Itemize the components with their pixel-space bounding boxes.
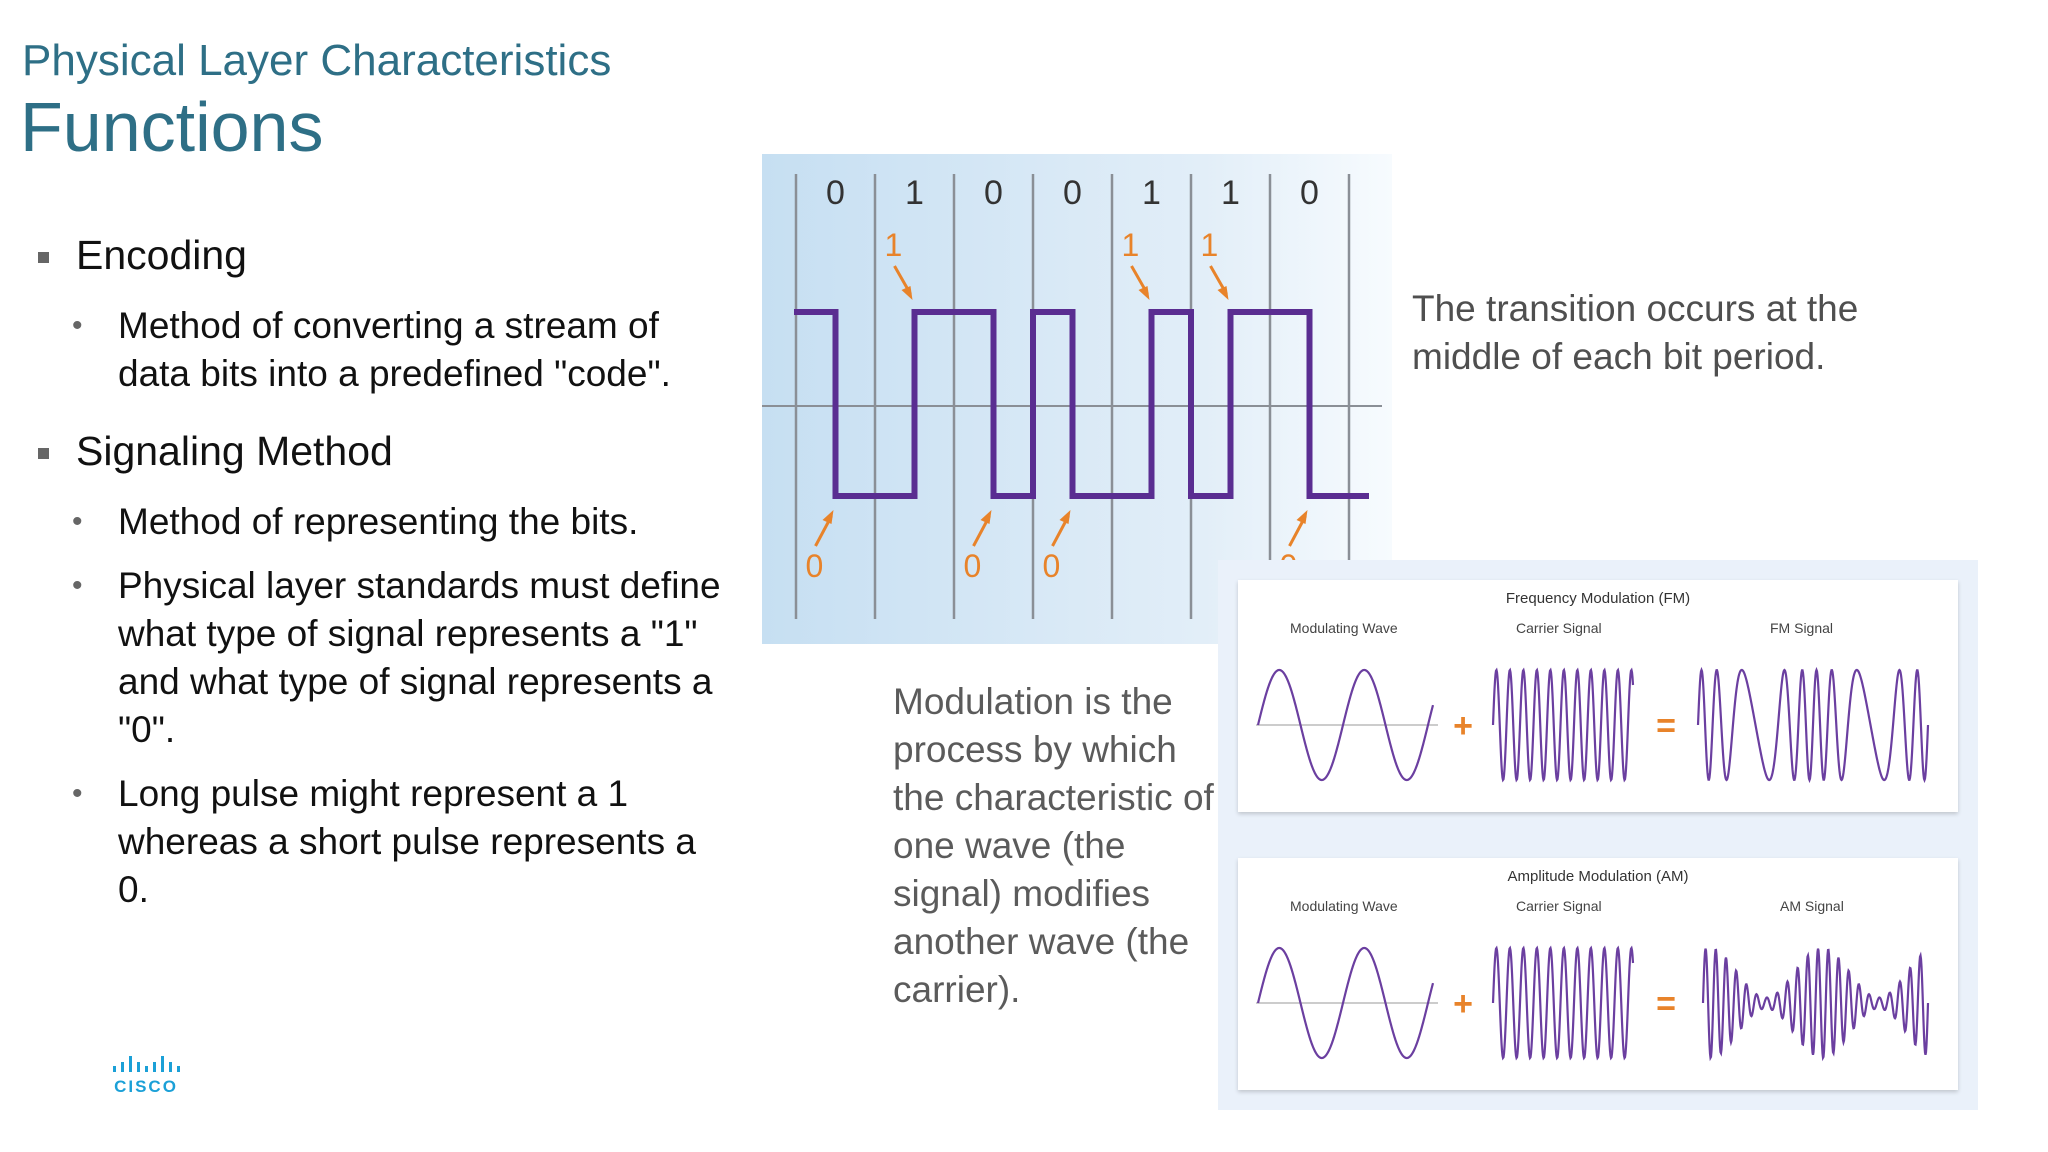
bullet-text: Encoding [76, 232, 247, 278]
am-signal-wave [1701, 948, 1930, 1062]
manchester-waveform [794, 309, 1369, 499]
arrowhead-icon [1138, 286, 1150, 300]
transition-zero-label: 0 [1043, 548, 1061, 584]
am-carrier-label: Carrier Signal [1516, 898, 1602, 914]
arrowhead-icon [1217, 286, 1229, 300]
sub-bullet: • Method of converting a stream of data … [36, 302, 736, 398]
arrowhead-icon [822, 510, 834, 524]
transition-caption: The transition occurs at the middle of e… [1412, 288, 1859, 377]
arrowhead-icon [1059, 510, 1071, 524]
cisco-logo-text: CISCO [114, 1077, 178, 1096]
square-bullet-icon [38, 252, 49, 263]
cisco-logo: CISCO [113, 1056, 180, 1096]
arrowhead-icon [901, 286, 913, 300]
manchester-encoding-diagram: 01001100100110 [762, 154, 1392, 644]
sub-bullet-text: Long pulse might represent a 1 whereas a… [118, 773, 696, 910]
bit-label: 1 [1142, 174, 1161, 212]
fm-waveforms: += [1256, 666, 1930, 784]
plus-icon: + [1453, 707, 1473, 745]
carrier-wave [1491, 945, 1635, 1061]
bullet-text: Signaling Method [76, 428, 393, 474]
dot-bullet-icon: • [72, 777, 83, 810]
square-bullet-icon [38, 448, 49, 459]
bit-label: 0 [826, 174, 845, 212]
bullet-encoding: Encoding [36, 230, 736, 280]
carrier-wave [1491, 667, 1635, 783]
sub-bullet: • Long pulse might represent a 1 whereas… [36, 770, 736, 914]
fm-signal-wave [1696, 666, 1930, 784]
transition-one-label: 1 [1201, 227, 1219, 263]
fm-signal-label: FM Signal [1770, 620, 1834, 636]
sub-bullet-text: Physical layer standards must define wha… [118, 565, 721, 750]
slide-subtitle: Physical Layer Characteristics [22, 36, 612, 85]
transition-zero-label: 0 [964, 548, 982, 584]
modulation-diagram: Frequency Modulation (FM) Modulating Wav… [1218, 560, 1978, 1110]
equals-icon: = [1656, 985, 1676, 1023]
bullet-list: Encoding • Method of converting a stream… [36, 230, 736, 930]
sub-bullet: • Method of representing the bits. [36, 498, 736, 546]
fm-modulating-label: Modulating Wave [1290, 620, 1398, 636]
dot-bullet-icon: • [72, 569, 83, 602]
transition-zero-label: 0 [806, 548, 824, 584]
am-modulating-label: Modulating Wave [1290, 898, 1398, 914]
bit-label: 1 [1221, 174, 1240, 212]
bullet-signaling: Signaling Method [36, 426, 736, 476]
am-signal-label: AM Signal [1780, 898, 1844, 914]
fm-carrier-label: Carrier Signal [1516, 620, 1602, 636]
fm-title: Frequency Modulation (FM) [1505, 590, 1691, 607]
am-title: Amplitude Modulation (AM) [1507, 868, 1689, 885]
arrowhead-icon [1296, 510, 1308, 524]
bit-label: 0 [984, 174, 1003, 212]
dot-bullet-icon: • [72, 309, 83, 342]
modulating-wave [1256, 668, 1435, 782]
sub-bullet-text: Method of converting a stream of data bi… [118, 305, 671, 394]
bit-label: 0 [1063, 174, 1082, 212]
am-waveforms: += [1256, 945, 1930, 1062]
equals-icon: = [1656, 707, 1676, 745]
transition-one-label: 1 [1122, 227, 1140, 263]
slide-title: Functions [20, 88, 324, 166]
modulating-wave [1256, 946, 1435, 1060]
bit-label: 0 [1300, 174, 1319, 212]
transition-one-label: 1 [885, 227, 903, 263]
sub-bullet: • Physical layer standards must define w… [36, 562, 736, 754]
fm-panel: Frequency Modulation (FM) Modulating Wav… [1238, 580, 1958, 812]
modulation-caption: Modulation is the process by which the c… [893, 681, 1214, 1010]
arrowhead-icon [980, 510, 992, 524]
dot-bullet-icon: • [72, 505, 83, 538]
plus-icon: + [1453, 985, 1473, 1023]
sub-bullet-text: Method of representing the bits. [118, 501, 639, 542]
bit-label: 1 [905, 174, 924, 212]
am-panel: Amplitude Modulation (AM) Modulating Wav… [1238, 858, 1958, 1090]
